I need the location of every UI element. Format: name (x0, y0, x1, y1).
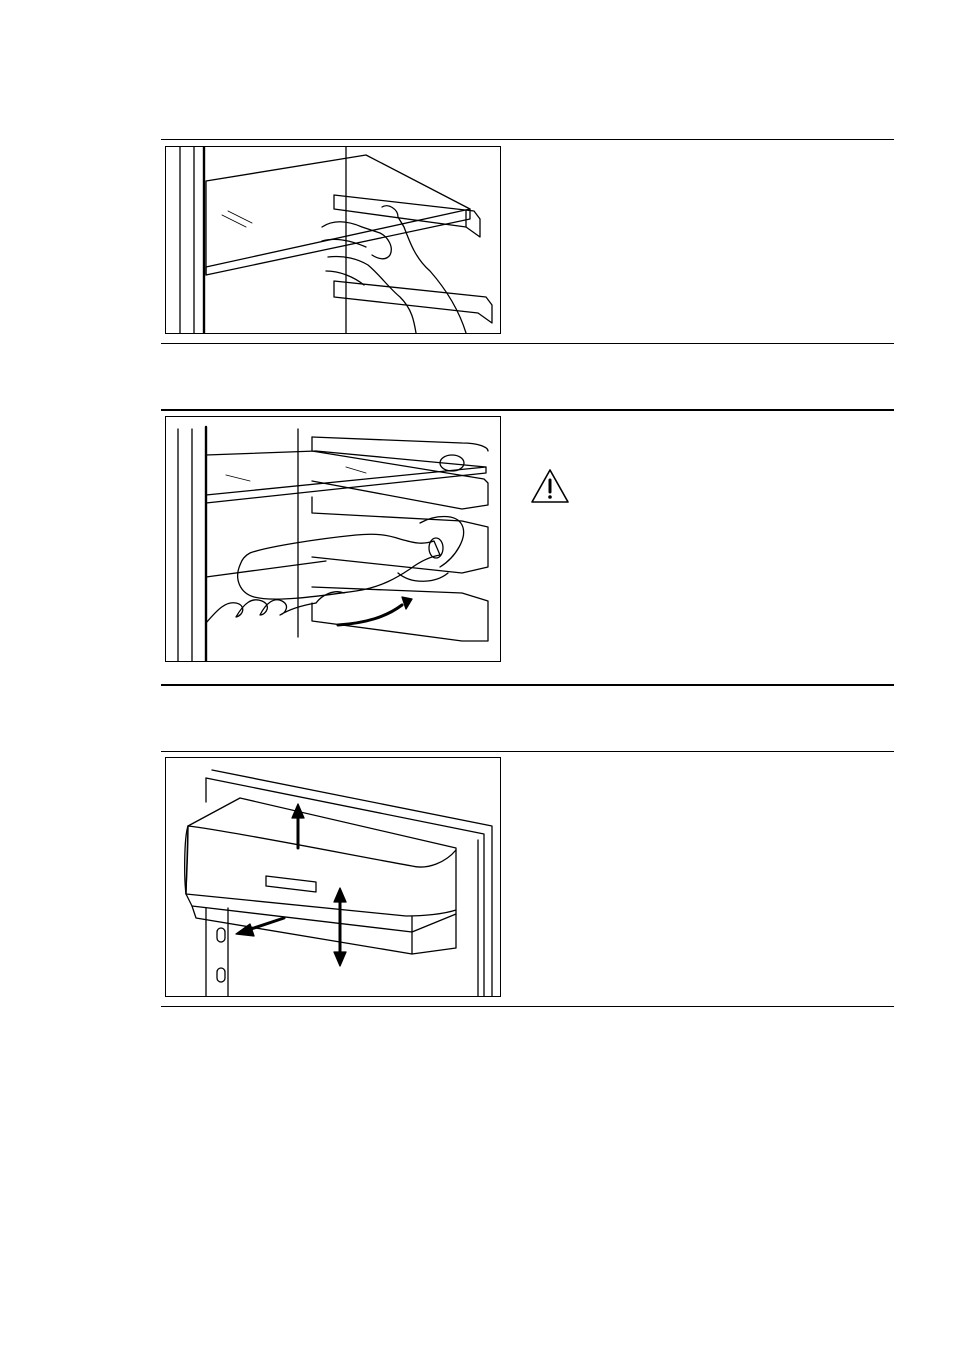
glass-shelf-illustration (166, 147, 500, 333)
section-2-bottom-rule (161, 684, 894, 686)
bottle-rack-illustration (166, 417, 500, 661)
figure-door-balcony (165, 757, 501, 997)
figure-bottle-rack (165, 416, 501, 662)
section-3-bottom-rule (161, 1006, 894, 1007)
section-1-bottom-rule (161, 343, 894, 344)
section-1-top-rule (161, 139, 894, 140)
section-3-top-rule (161, 751, 894, 752)
door-balcony-illustration (166, 758, 500, 996)
figure-glass-shelf (165, 146, 501, 334)
section-2-top-rule (161, 409, 894, 411)
warning-icon (530, 468, 570, 504)
